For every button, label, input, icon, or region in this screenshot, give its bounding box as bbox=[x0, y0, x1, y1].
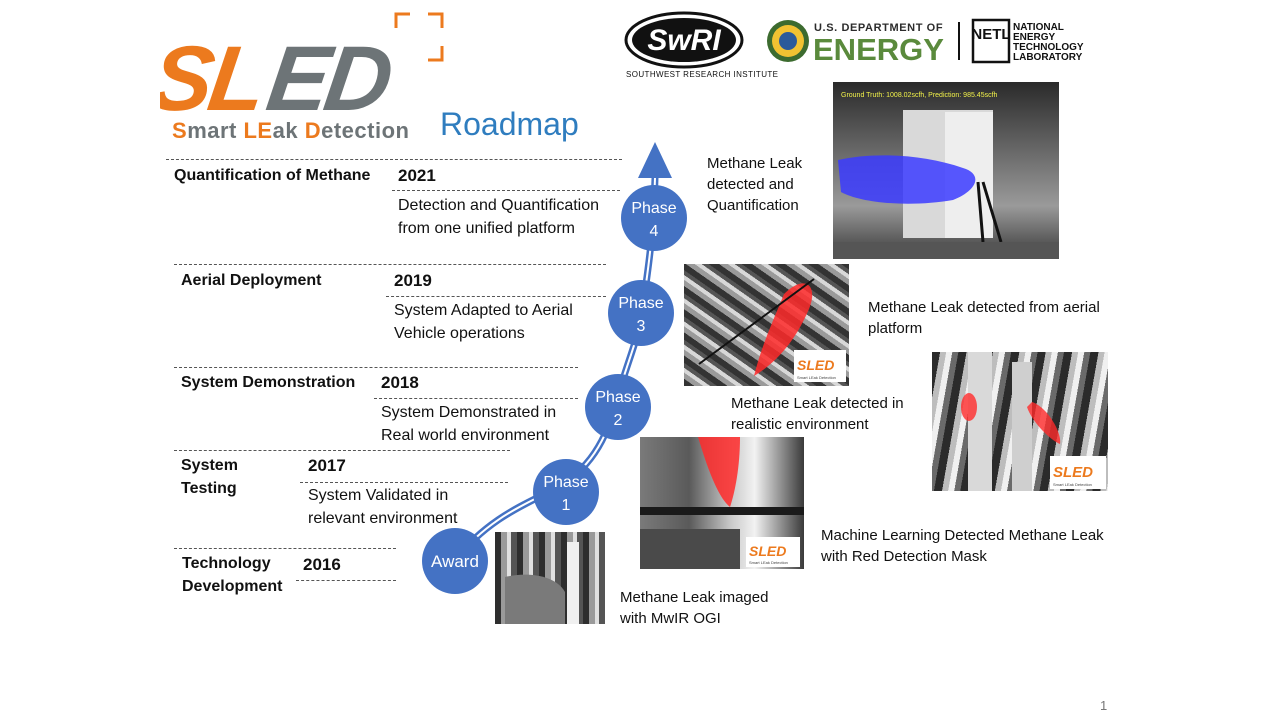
svg-text:ENERGY: ENERGY bbox=[1013, 32, 1056, 43]
milestone-phase-3: Phase 3 bbox=[608, 280, 674, 346]
svg-text:2: 2 bbox=[614, 412, 623, 429]
row-divider bbox=[166, 159, 622, 160]
doe-seal-icon bbox=[767, 20, 809, 62]
caption-phase2: Methane Leak detected in realistic envir… bbox=[731, 395, 904, 433]
logo-letters-ed: ED bbox=[261, 26, 398, 120]
row-description: System Validated in relevant environment bbox=[308, 487, 458, 527]
row-divider bbox=[174, 548, 396, 549]
year-underline bbox=[296, 580, 396, 581]
page-title: Roadmap bbox=[440, 106, 579, 142]
ml-detection-image: SLED Smart LEak Detection bbox=[640, 437, 804, 569]
caption-phase3: Methane Leak detected from aerial platfo… bbox=[868, 299, 1100, 337]
row-year: 2018 bbox=[381, 373, 419, 392]
row-divider bbox=[174, 450, 510, 451]
svg-text:1: 1 bbox=[562, 497, 571, 514]
svg-text:TECHNOLOGY: TECHNOLOGY bbox=[1013, 42, 1084, 53]
quantification-readout: Ground Truth: 1008.02scfh, Prediction: 9… bbox=[841, 92, 998, 99]
roadmap-arrow-icon bbox=[638, 142, 672, 178]
milestone-phase-4: Phase 4 bbox=[621, 185, 687, 251]
aerial-image: SLED Smart LEak Detection bbox=[684, 264, 849, 386]
row-divider bbox=[174, 367, 578, 368]
netl-mark-icon bbox=[971, 18, 1011, 64]
milestone-phase-2: Phase 2 bbox=[585, 374, 651, 440]
svg-text:NATIONAL: NATIONAL bbox=[1013, 22, 1064, 33]
logo-divider bbox=[958, 22, 960, 60]
svg-text:U.S. DEPARTMENT OF: U.S. DEPARTMENT OF bbox=[814, 22, 943, 34]
mwir-ogi-image bbox=[495, 532, 605, 624]
netl-mark-text: NETL bbox=[971, 26, 1010, 43]
svg-text:3: 3 bbox=[637, 318, 646, 335]
svg-text:SLED: SLED bbox=[1053, 464, 1093, 481]
row-year: 2021 bbox=[398, 166, 436, 185]
svg-text:LABORATORY: LABORATORY bbox=[1013, 52, 1083, 63]
row-year: 2019 bbox=[394, 271, 432, 290]
row-title-quantification: Quantification of Methane bbox=[174, 167, 371, 184]
sled-logo: SL ED bbox=[145, 10, 450, 150]
caption-phase4: Methane Leak detected and Quantification bbox=[707, 155, 803, 214]
svg-text:Phase: Phase bbox=[618, 295, 663, 312]
svg-text:Smart LEak Detection: Smart LEak Detection bbox=[749, 560, 788, 565]
realistic-image: SLED Smart LEak Detection bbox=[932, 352, 1108, 491]
year-underline bbox=[300, 482, 508, 483]
quantification-image: Ground Truth: 1008.02scfh, Prediction: 9… bbox=[833, 82, 1059, 259]
row-title-aerial: Aerial Deployment bbox=[181, 272, 322, 289]
netl-logo: NETL NATIONAL ENERGY TECHNOLOGY LABORATO… bbox=[970, 18, 1090, 66]
swri-subtitle: SOUTHWEST RESEARCH INSTITUTE bbox=[626, 70, 779, 79]
svg-text:Phase: Phase bbox=[631, 200, 676, 217]
page-number: 1 bbox=[1100, 698, 1108, 713]
svg-text:4: 4 bbox=[650, 223, 659, 240]
svg-text:Smart LEak Detection: Smart LEak Detection bbox=[797, 375, 836, 380]
svg-text:ENERGY: ENERGY bbox=[813, 32, 944, 64]
swri-logo-text: SwRI bbox=[647, 24, 721, 57]
caption-phase1: Machine Learning Detected Methane Leak w… bbox=[821, 527, 1104, 565]
logo-tagline: Smart LEak Detection bbox=[172, 118, 410, 143]
year-underline bbox=[386, 296, 606, 297]
milestone-phase-1: Phase 1 bbox=[533, 459, 599, 525]
svg-text:Phase: Phase bbox=[595, 389, 640, 406]
year-underline bbox=[392, 190, 620, 191]
milestone-award: Award bbox=[422, 528, 488, 594]
svg-text:Phase: Phase bbox=[543, 474, 588, 491]
caption-award: Methane Leak imaged with MwIR OGI bbox=[620, 589, 769, 627]
year-underline bbox=[374, 398, 578, 399]
row-description: Detection and Quantification from one un… bbox=[398, 197, 600, 237]
doe-logo: U.S. DEPARTMENT OF ENERGY bbox=[766, 18, 946, 67]
svg-text:SLED: SLED bbox=[749, 543, 786, 559]
row-title-demonstration: System Demonstration bbox=[181, 374, 356, 391]
row-year: 2016 bbox=[303, 555, 341, 574]
svg-text:Award: Award bbox=[431, 552, 479, 571]
svg-text:Smart LEak Detection: Smart LEak Detection bbox=[1053, 482, 1092, 487]
row-description: System Demonstrated in Real world enviro… bbox=[381, 404, 557, 444]
row-year: 2017 bbox=[308, 456, 346, 475]
logo-letters-sl: SL bbox=[160, 26, 269, 120]
swri-logo: SwRI bbox=[624, 10, 748, 82]
svg-text:SLED: SLED bbox=[797, 357, 834, 373]
sled-logo-corner-icon bbox=[394, 12, 444, 62]
row-title-development: Technology Development bbox=[182, 555, 283, 595]
row-description: System Adapted to Aerial Vehicle operati… bbox=[394, 302, 573, 342]
row-divider bbox=[174, 264, 606, 265]
row-title-testing: System Testing bbox=[181, 457, 238, 497]
